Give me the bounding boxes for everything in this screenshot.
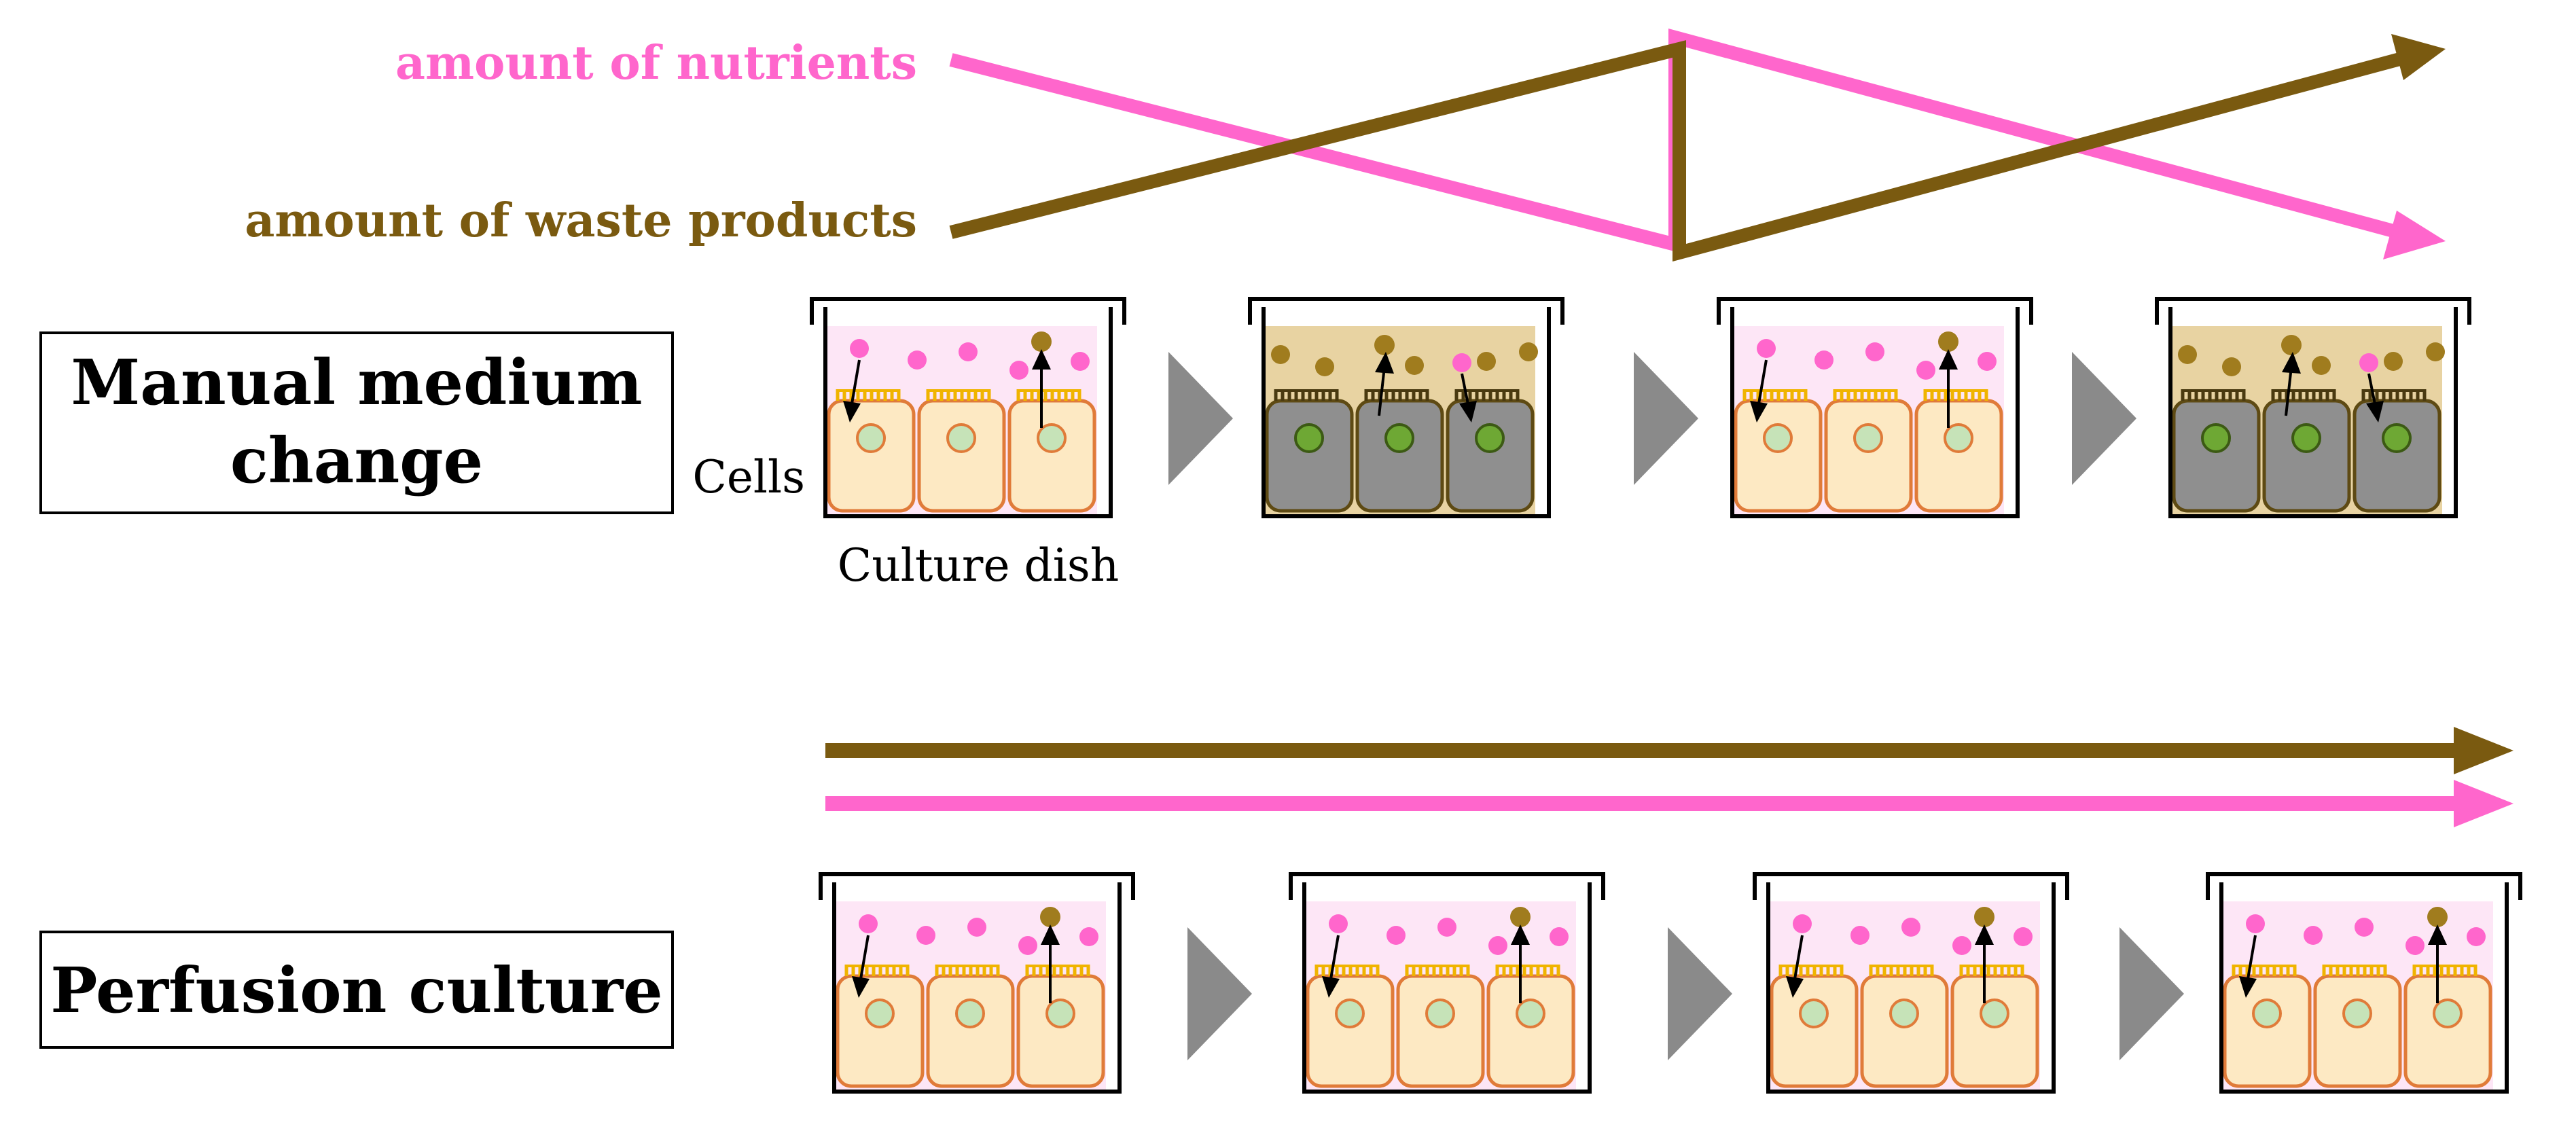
waste-label: amount of waste products bbox=[245, 194, 917, 248]
manual-dish-4 bbox=[2157, 299, 2469, 516]
nutrient-trend-arrowhead bbox=[2383, 211, 2446, 259]
manual-step-arrow-1 bbox=[1168, 352, 1233, 485]
trend-lines bbox=[949, 28, 2446, 262]
cells-label: Cells bbox=[692, 451, 805, 503]
perfusion-dish-1 bbox=[821, 874, 1133, 1092]
manual-medium-change-box bbox=[39, 331, 674, 514]
perfusion-step-arrow-1 bbox=[1187, 927, 1252, 1060]
perfusion-dish-3 bbox=[1755, 874, 2067, 1092]
perfusion-step-arrow-2 bbox=[1668, 927, 1732, 1060]
perfusion-dish-2 bbox=[1291, 874, 1603, 1092]
waste-trend-line bbox=[949, 40, 2407, 262]
perfusion-step-arrow-3 bbox=[2119, 927, 2184, 1060]
manual-dish-1 bbox=[812, 299, 1124, 516]
perfusion-culture-box bbox=[39, 931, 674, 1049]
manual-step-arrow-3 bbox=[2072, 352, 2136, 485]
nutrients-label: amount of nutrients bbox=[395, 36, 917, 90]
manual-medium-change-title-line2: change bbox=[230, 424, 483, 497]
manual-medium-change-title-line1: Manual medium bbox=[71, 346, 642, 419]
perfusion-waste-arrowhead bbox=[2454, 727, 2514, 774]
perfusion-dish-4 bbox=[2208, 874, 2520, 1092]
perfusion-nutrient-arrowhead bbox=[2454, 780, 2514, 827]
perfusion-trend-lines bbox=[825, 727, 2514, 827]
manual-step-arrow-2 bbox=[1634, 352, 1698, 485]
waste-trend-arrowhead bbox=[2391, 34, 2446, 80]
manual-dish-2 bbox=[1250, 299, 1562, 516]
manual-dish-3 bbox=[1719, 299, 2031, 516]
culture-dish-label: Culture dish bbox=[838, 539, 1119, 592]
perfusion-culture-title: Perfusion culture bbox=[50, 954, 662, 1027]
